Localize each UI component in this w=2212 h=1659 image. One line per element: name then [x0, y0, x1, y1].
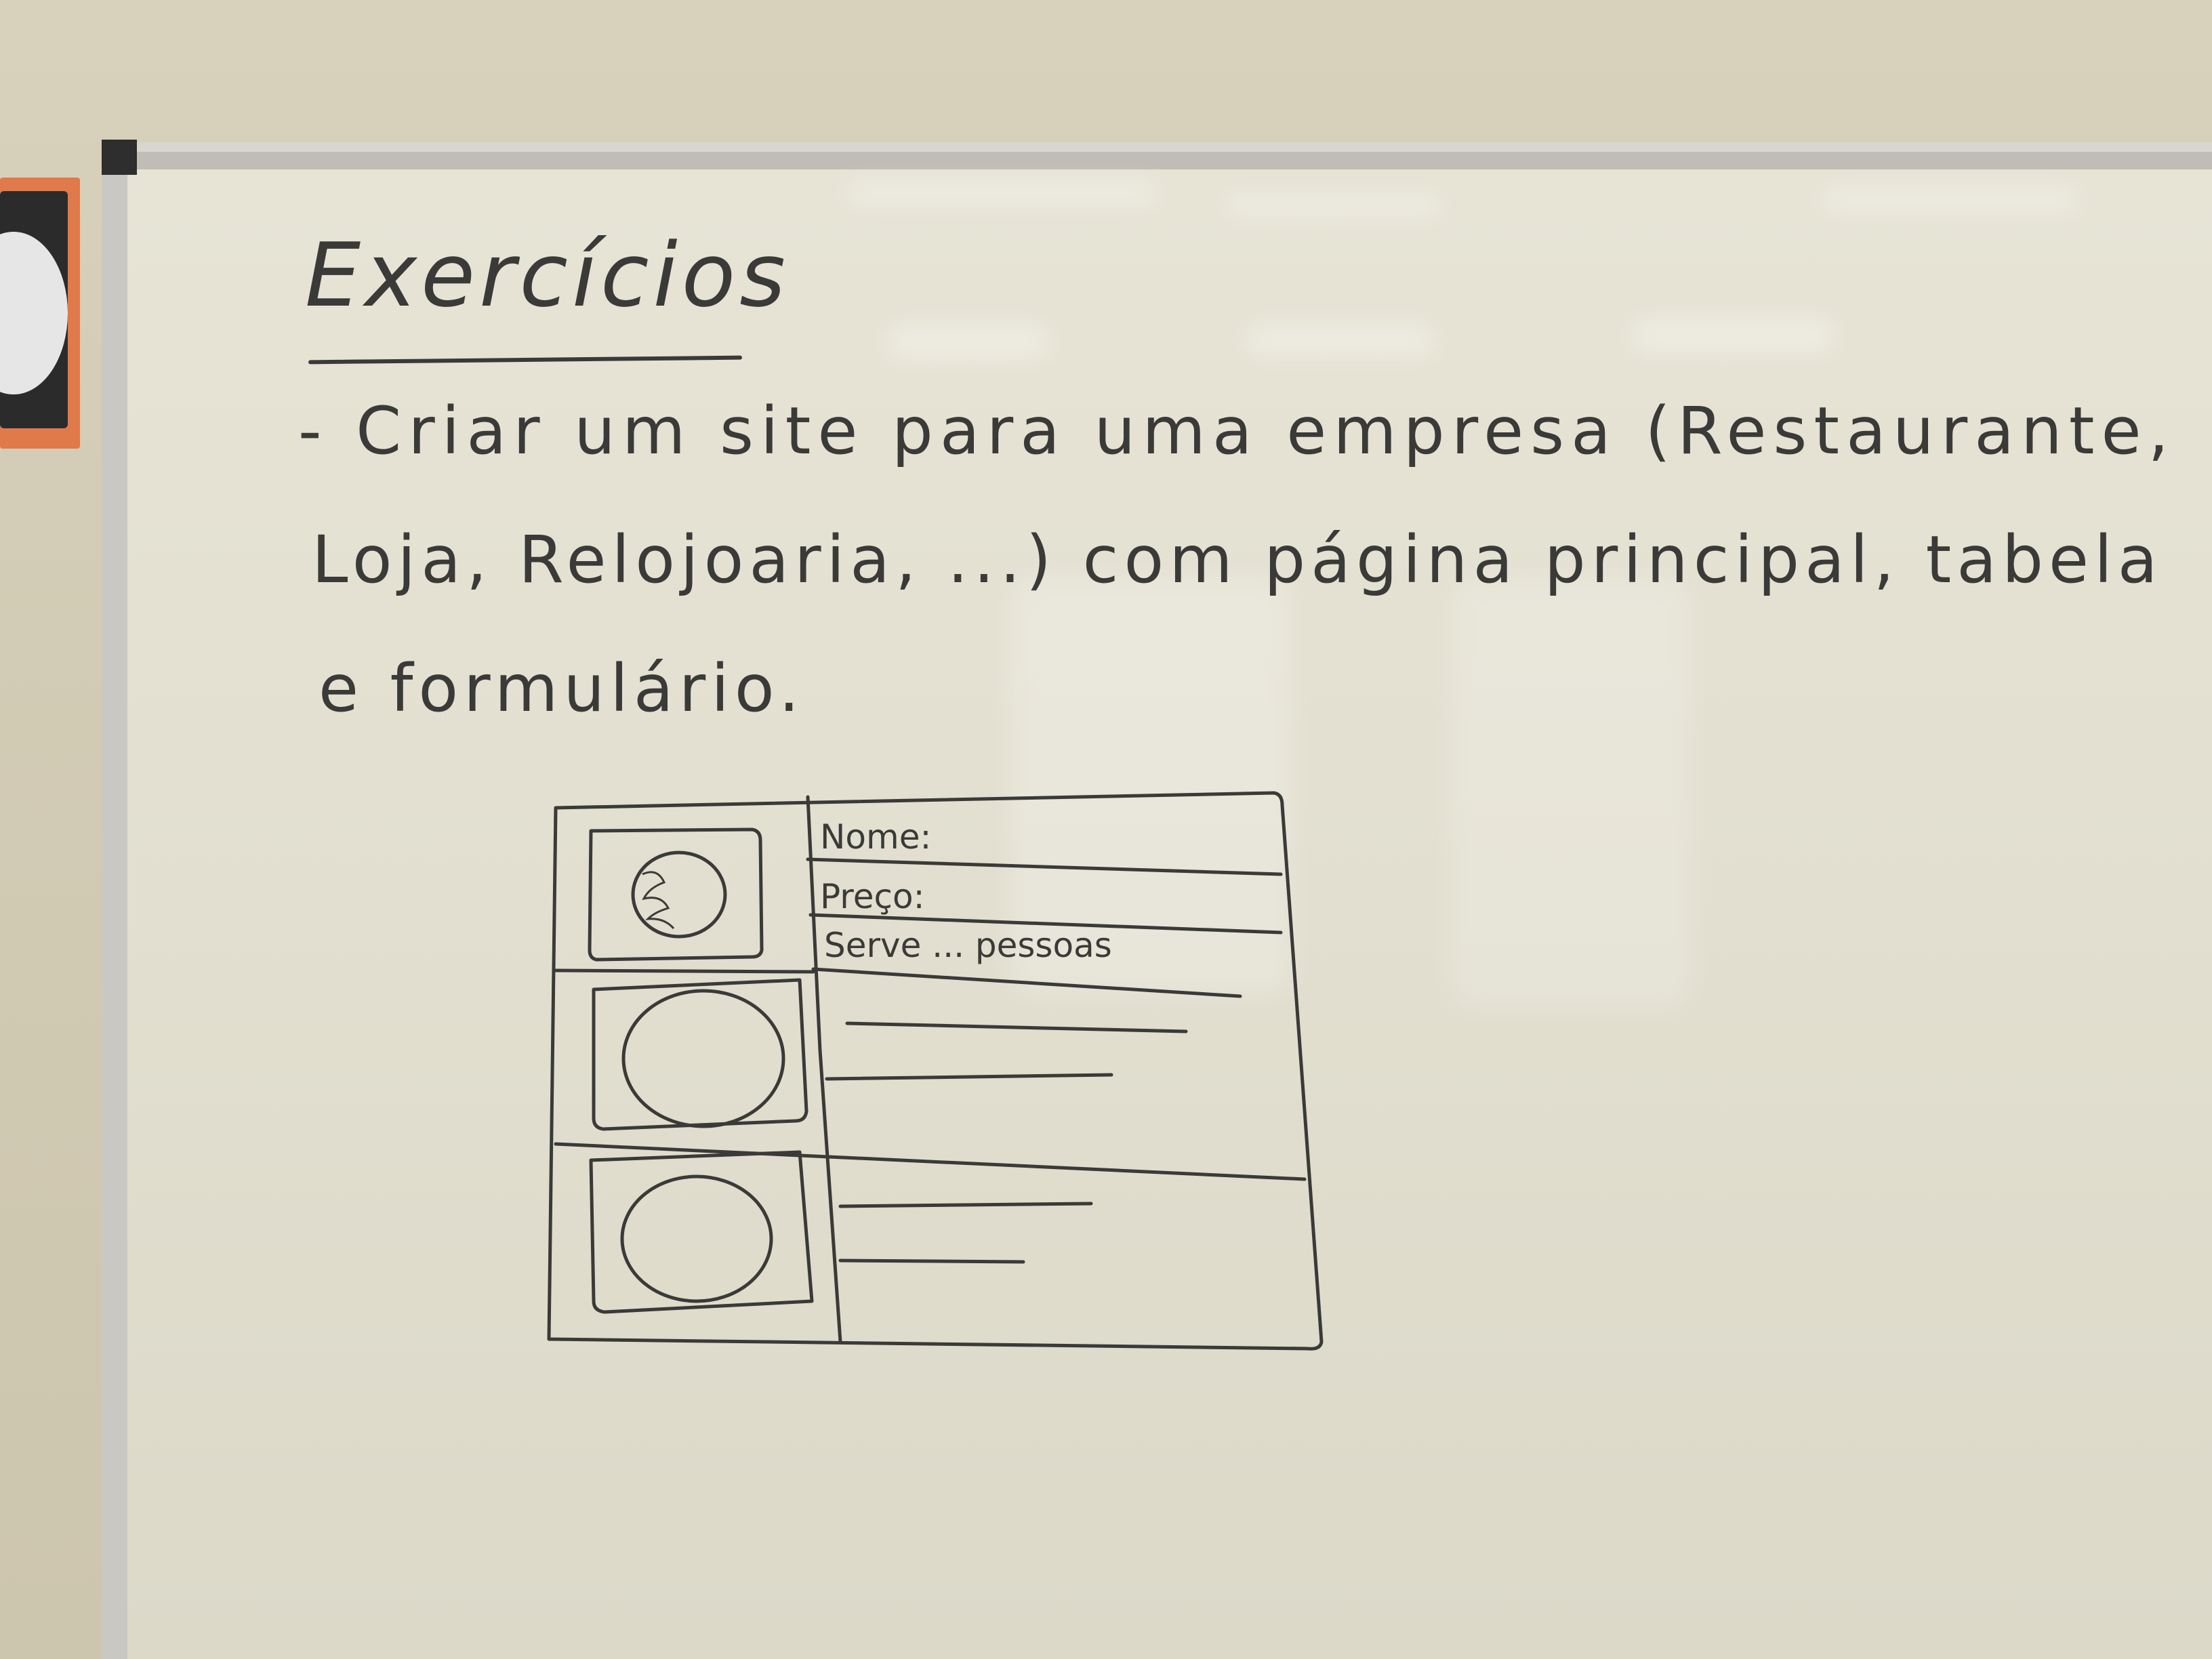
light-reflection	[1246, 325, 1435, 356]
poster-image	[0, 191, 68, 428]
window-reflection	[1449, 576, 1693, 1010]
wall-poster	[0, 178, 80, 449]
image-placeholder-circle	[621, 989, 785, 1128]
light-reflection	[1822, 190, 2079, 210]
sketch-field-line	[808, 913, 1283, 935]
sketch-text-line	[838, 1258, 1025, 1264]
sketch-label-name: Nome:	[820, 817, 931, 857]
exercise-text-line-1: - Criar um site para uma empresa (Restau…	[298, 393, 2176, 469]
light-reflection	[1632, 319, 1835, 352]
sketch-text-line	[845, 1021, 1188, 1033]
board-corner-cap	[102, 140, 137, 175]
image-placeholder-frame	[588, 827, 764, 962]
sketch-row-divider	[554, 968, 815, 974]
sketch-label-serves: Serve ... pessoas	[824, 926, 1112, 965]
image-placeholder-circle	[620, 1174, 773, 1303]
sketch-field-line	[806, 857, 1283, 876]
sketch-field-line	[811, 967, 1242, 998]
image-placeholder-frame	[592, 978, 808, 1131]
poster-disc	[0, 232, 68, 394]
light-reflection	[886, 325, 1049, 359]
sketch-outer-border	[547, 791, 1324, 1351]
image-placeholder-circle	[631, 851, 727, 939]
light-reflection	[1225, 197, 1442, 216]
sketch-row-divider	[554, 1142, 1307, 1181]
exercise-text-line-3: e formulário.	[319, 651, 805, 726]
sketch-column-divider	[806, 795, 842, 1344]
whiteboard-surface	[127, 169, 2212, 1659]
image-placeholder-frame	[589, 1150, 814, 1314]
scribble-icon	[642, 871, 675, 930]
wireframe-sketch: Nome: Preço: Serve ... pessoas	[547, 791, 1324, 1351]
sketch-text-line	[825, 1073, 1113, 1081]
exercise-text-line-2: Loja, Relojoaria, ...) com página princi…	[312, 522, 2163, 598]
sketch-label-price: Preço:	[820, 877, 924, 916]
board-title: Exercícios	[305, 224, 790, 327]
sketch-text-line	[838, 1202, 1093, 1208]
light-reflection	[846, 183, 1158, 203]
